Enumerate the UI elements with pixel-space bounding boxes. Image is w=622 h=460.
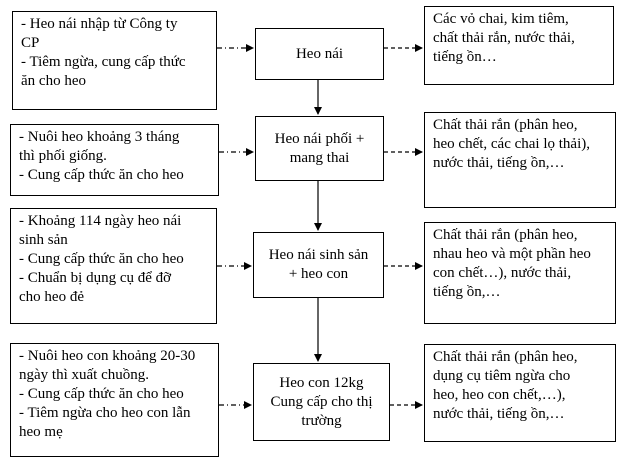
output-1-line-3: tiếng ồn…	[433, 49, 497, 65]
output-2-line-3: nước thải, tiếng ồn,…	[433, 155, 565, 171]
input-3-line-1: - Khoảng 114 ngày heo nái	[19, 213, 182, 229]
process-box-1: Heo nái	[255, 28, 384, 80]
input-3-line-2: sinh sản	[19, 232, 68, 248]
process-2-line-2: mang thai	[289, 149, 350, 166]
output-box-1: Các vỏ chai, kim tiêm, chất thải rắn, nư…	[424, 6, 614, 85]
process-4-line-1: Heo con 12kg	[279, 374, 364, 391]
input-1-line-1: - Heo nái nhập từ Công ty	[21, 16, 178, 32]
input-4-line-4: - Tiêm ngừa cho heo con lẫn	[19, 405, 191, 421]
input-4-line-2: ngày thì xuất chuồng.	[19, 367, 149, 383]
input-box-1: - Heo nái nhập từ Công ty CP - Tiêm ngừa…	[12, 11, 217, 110]
process-box-4: Heo con 12kg Cung cấp cho thị trường	[253, 363, 390, 441]
input-4-line-1: - Nuôi heo con khoảng 20-30	[19, 348, 196, 364]
process-box-3: Heo nái sinh sản + heo con	[253, 232, 384, 298]
input-1-line-3: - Tiêm ngừa, cung cấp thức	[21, 54, 186, 70]
input-3-line-3: - Cung cấp thức ăn cho heo	[19, 251, 184, 267]
process-4-line-2: Cung cấp cho thị	[270, 393, 373, 410]
input-box-2: - Nuôi heo khoảng 3 tháng thì phối giống…	[10, 124, 219, 196]
output-3-line-4: tiếng ồn,…	[433, 284, 501, 300]
input-2-line-3: - Cung cấp thức ăn cho heo	[19, 167, 184, 183]
output-box-2: Chất thải rắn (phân heo, heo chết, các c…	[424, 112, 616, 208]
output-2-line-2: heo chết, các chai lọ thải),	[433, 136, 591, 152]
process-box-2: Heo nái phối + mang thai	[255, 116, 384, 181]
process-2-line-1: Heo nái phối +	[274, 130, 365, 147]
input-1-line-4: ăn cho heo	[21, 73, 86, 89]
process-1-line-1: Heo nái	[295, 45, 344, 62]
output-4-line-2: dụng cụ tiêm ngừa cho	[433, 368, 571, 384]
input-2-line-2: thì phối giống.	[19, 148, 107, 164]
output-3-line-2: nhau heo và một phần heo	[433, 246, 591, 262]
output-3-line-3: con chết…), nước thải,	[433, 265, 572, 281]
process-3-line-1: Heo nái sinh sản	[268, 247, 369, 263]
output-1-line-1: Các vỏ chai, kim tiêm,	[433, 11, 569, 27]
input-3-line-5: cho heo đẻ	[19, 289, 84, 305]
output-box-3: Chất thải rắn (phân heo, nhau heo và một…	[424, 222, 616, 324]
output-2-line-1: Chất thải rắn (phân heo,	[433, 117, 578, 133]
input-2-line-1: - Nuôi heo khoảng 3 tháng	[19, 129, 180, 145]
output-4-line-4: nước thải, tiếng ồn,…	[433, 406, 565, 422]
input-4-line-3: - Cung cấp thức ăn cho heo	[19, 386, 184, 402]
process-3-line-2: + heo con	[288, 266, 349, 282]
input-1-line-2: CP	[21, 35, 40, 51]
output-3-line-1: Chất thải rắn (phân heo,	[433, 227, 578, 243]
output-4-line-3: heo, heo con chết,…),	[433, 387, 566, 403]
output-1-line-2: chất thải rắn, nước thải,	[433, 30, 575, 46]
input-4-line-5: heo mẹ	[19, 424, 63, 440]
output-box-4: Chất thải rắn (phân heo, dụng cụ tiêm ng…	[424, 344, 616, 442]
input-3-line-4: - Chuẩn bị dụng cụ để đỡ	[19, 270, 172, 286]
input-box-4: - Nuôi heo con khoảng 20-30 ngày thì xuấ…	[10, 343, 219, 457]
output-4-line-1: Chất thải rắn (phân heo,	[433, 349, 578, 365]
input-box-3: - Khoảng 114 ngày heo nái sinh sản - Cun…	[10, 208, 217, 324]
process-4-line-3: trường	[301, 412, 342, 429]
